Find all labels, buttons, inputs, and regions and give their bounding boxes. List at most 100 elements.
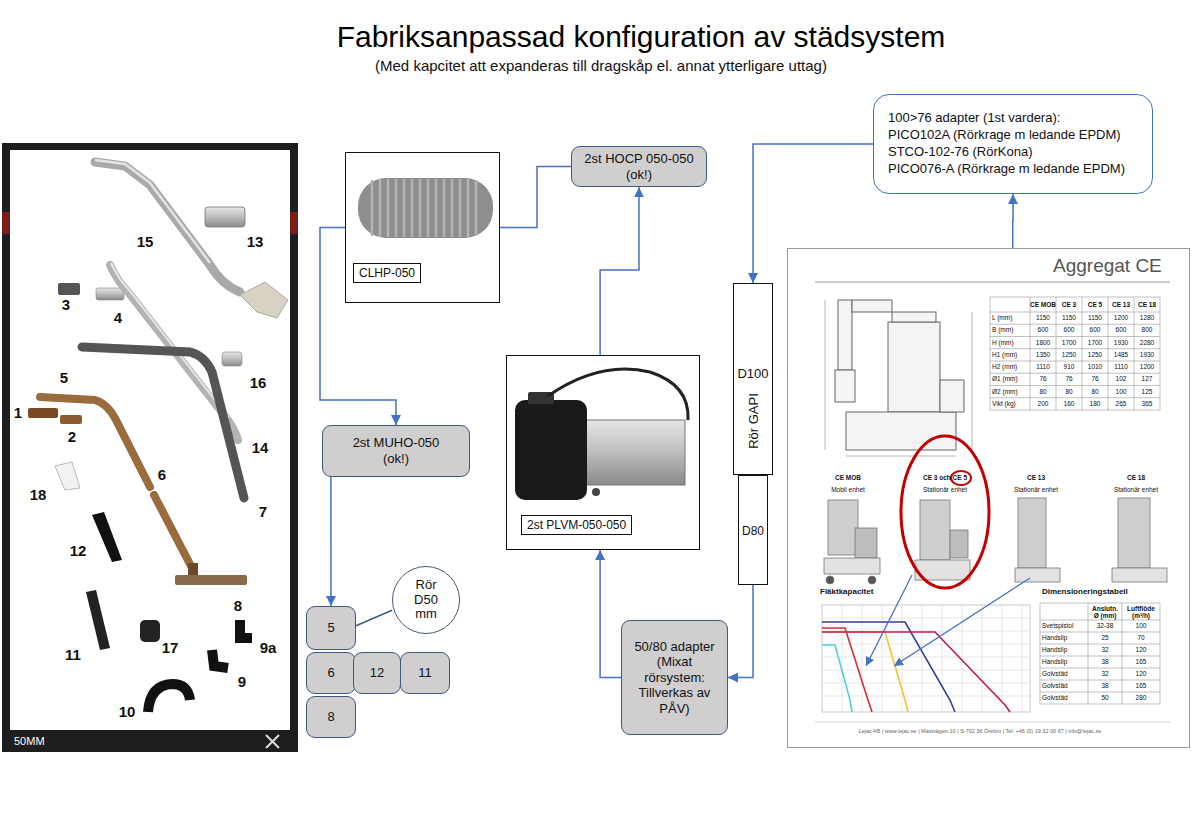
note-box: 100>76 adapter (1st vardera):PICO102A (R… [873,94,1153,194]
diagram-title: Fabriksanpassad konfiguration av städsys… [337,20,946,53]
callout-number: 3 [62,296,70,313]
callout-number: 14 [252,439,269,456]
unit-caption: Stationär enhet [1114,486,1158,493]
node-text: 2st HOCP 050-050 (ok!) [578,151,700,182]
table-cell: 180 [1090,400,1101,407]
table-cell: 76 [1065,376,1072,383]
scale-caption: 50MM [14,735,45,748]
table-cell: 165 [1136,658,1147,665]
table-cell: 76 [1039,376,1046,383]
table-cell: 120 [1136,646,1147,653]
callout-number: 9a [260,639,277,656]
part-box: 8 [306,696,356,738]
table-header: CE 18 [1138,301,1156,308]
table-cell: 160 [1064,400,1075,407]
table-cell: 32-38 [1097,622,1114,629]
product-sheet [787,248,1190,748]
table-cell: 100 [1136,622,1147,629]
pipe-segment: D80 [738,475,768,585]
table-cell: 125 [1142,388,1153,395]
table-cell: 600 [1064,327,1075,334]
table-cell: 32 [1101,670,1108,677]
node-text: Aggregat CE [1053,255,1162,277]
node-text: 6 [327,665,334,681]
table-header: CE 5 [1088,301,1102,308]
part-box: 5 [306,606,356,650]
table-cell: 280 [1136,694,1147,701]
node-text: D100 [737,366,768,381]
table-cell: 265 [1116,400,1127,407]
table-cell: 1930 [1140,351,1154,358]
node-text: 11 [418,665,432,681]
node-text: Rör D50 mm [404,578,448,623]
unit-caption: CE MOB [835,474,861,481]
chart-title: Fläktkapacitet [820,587,873,596]
table-cell: Ø1 (mm) [992,376,1018,383]
table-cell: 1200 [1114,314,1128,321]
table-cell: 165 [1136,682,1147,689]
table-cell: 200 [1038,400,1049,407]
picture-box: CLHP-050 [345,152,500,303]
table-cell: Svetspistol [1042,622,1073,629]
part-box: 11 [400,652,450,694]
unit-caption: Stationär enhet [923,486,967,493]
callout-number: 1 [14,404,22,421]
table-cell: Handslip [1042,634,1067,641]
connector [753,144,873,283]
part-box: 2st MUHO-050 (ok!) [322,425,470,477]
table-cell: Golvstäd [1042,682,1068,689]
table-header: Anslutn. Ø (mm) [1089,604,1121,619]
table-cell: 1200 [1140,363,1154,370]
table-cell: 100 [1116,388,1127,395]
table-cell: 2280 [1140,339,1154,346]
connector [600,187,639,355]
callout-number: 4 [114,309,122,326]
connector [728,585,753,678]
table-cell: 1150 [1088,314,1102,321]
table-cell: 1110 [1114,363,1128,370]
unit-caption: Mobil enhet [831,486,865,493]
unit-caption: CE 13 [1027,474,1045,481]
part-box: 2st HOCP 050-050 (ok!) [571,146,707,187]
callout-number: 7 [259,503,267,520]
table-cell: 1250 [1088,351,1102,358]
node-text: 100>76 adapter (1st vardera): [888,110,1138,127]
table-cell: 25 [1101,634,1108,641]
callout-number: 17 [162,639,179,656]
callout-number: 18 [30,486,47,503]
table-cell: 365 [1142,400,1153,407]
table-cell: 1700 [1062,339,1076,346]
callout-number: 13 [247,233,264,250]
table-cell: 76 [1091,376,1098,383]
table-cell: 127 [1142,376,1153,383]
table-cell: 910 [1064,363,1075,370]
table-cell: 1250 [1062,351,1076,358]
table-title: Dimensioneringstabell [1042,587,1128,596]
table-cell: Golvstäd [1042,670,1068,677]
connector [1012,194,1014,248]
unit-caption: CE 18 [1127,474,1145,481]
table-cell: Handslip [1042,658,1067,665]
callout-number: 10 [119,703,136,720]
callout-number: 12 [70,542,87,559]
callout-number: 9 [238,673,246,690]
table-header: CE 3 [1062,301,1076,308]
node-text: 50/80 adapter (Mixat rörsystem: Tillverk… [628,639,721,717]
connector [356,610,392,626]
node-text: 8 [327,709,334,725]
callout-number: 11 [65,646,81,663]
callout-number: 5 [60,369,68,386]
callout-circle: Rör D50 mm [392,566,460,634]
node-text: 5 [327,620,334,636]
table-cell: 70 [1137,634,1144,641]
table-cell: 1700 [1088,339,1102,346]
table-header: Luftflöde (m³/h) [1123,604,1159,619]
table-cell: Ø2 (mm) [992,388,1018,395]
node-text: CLHP-050 [353,263,421,283]
connector [320,228,396,426]
callout-number: 6 [158,466,166,483]
subtitle: (Med kapcitet att expanderas till dragsk… [375,57,827,74]
table-cell: 80 [1039,388,1046,395]
table-cell: 600 [1116,327,1127,334]
